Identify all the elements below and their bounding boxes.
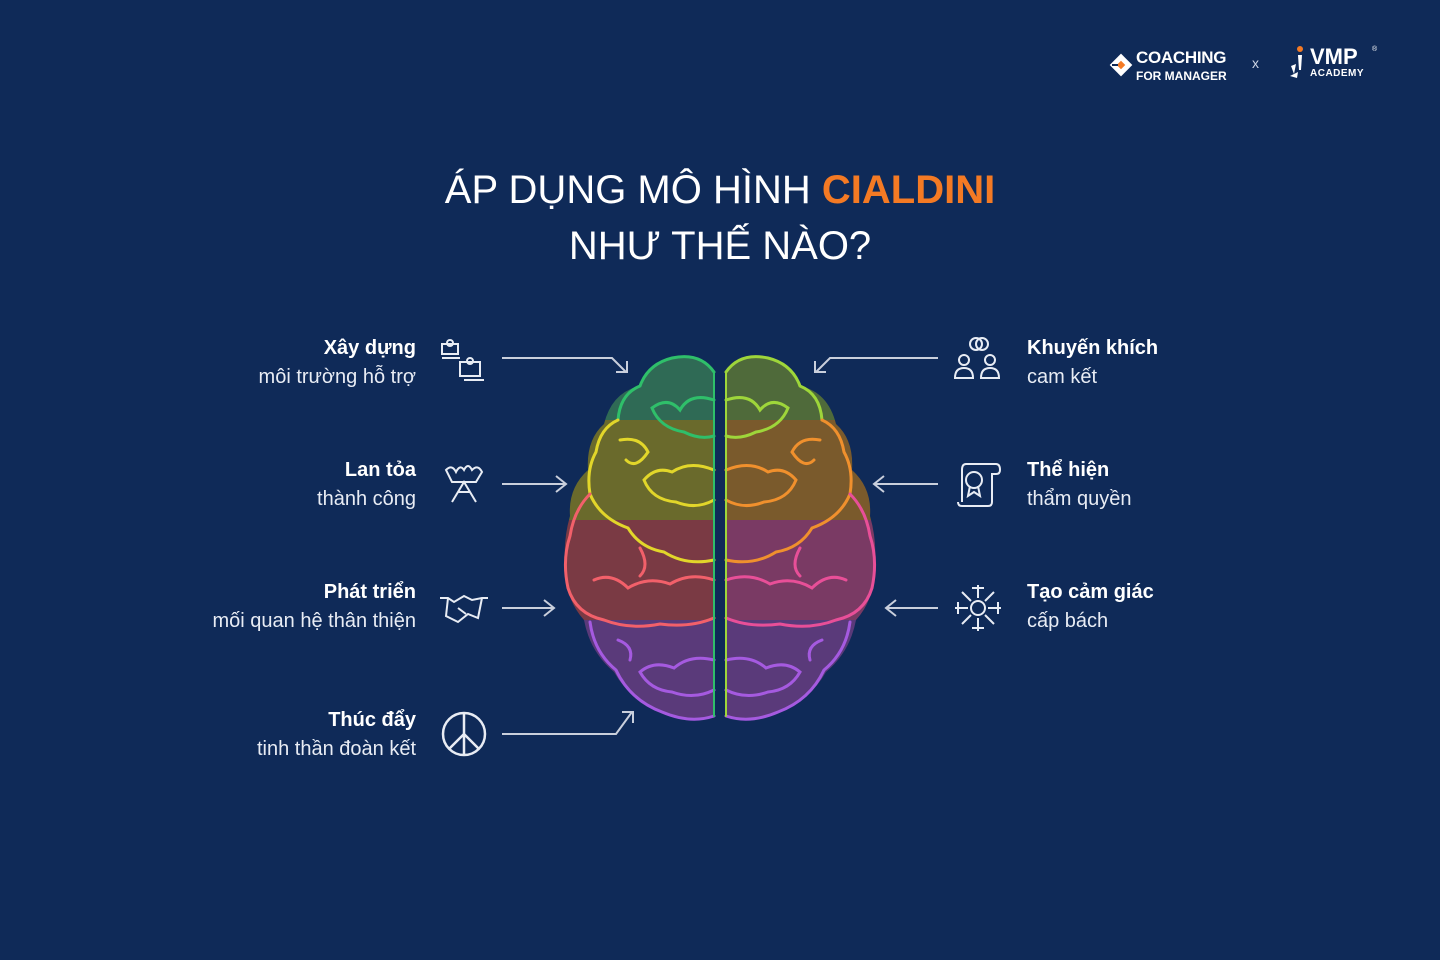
coaching-for-manager-logo: COACHING FOR MANAGER [1108,46,1238,86]
item-title: Khuyến khích [1027,337,1159,359]
title-line-2: NHƯ THẾ NÀO? [568,224,872,268]
title-prefix: ÁP DỤNG MÔ HÌNH [444,168,822,212]
certificate-scroll-icon [957,463,1002,507]
arrowhead-build-environment [616,361,628,373]
page-title: ÁP DỤNG MÔ HÌNH CIALDINI NHƯ THẾ NÀO? [0,162,1440,274]
item-subtitle: thành công [317,488,416,510]
vmp-registered-mark: ® [1372,46,1378,53]
vmp-academy-logo: VMP ® ACADEMY [1288,42,1388,86]
right-item-create-urgency: Tạo cảm giác cấp bách [1027,578,1327,636]
brain-left-outlines [563,355,716,721]
connector-arrows [502,357,938,735]
item-title: Phát triển [323,581,416,603]
vmp-logo-subtext: ACADEMY [1310,68,1365,79]
celebration-icon [444,465,484,503]
people-building-icon [441,339,484,381]
brain-right-hemisphere [726,356,876,720]
item-subtitle: tinh thần đoàn kết [256,738,416,760]
item-subtitle: mối quan hệ thân thiện [212,610,417,632]
commitment-people-icon [953,337,1001,379]
left-item-promote-unity: Thúc đẩy tinh thần đoàn kết [116,706,416,764]
arrowhead-spread-success [555,475,568,493]
title-highlight: CIALDINI [821,168,996,212]
item-title: Tạo cảm giác [1027,581,1154,603]
arrow-promote-unity [502,711,633,735]
left-item-develop-relationships: Phát triển mối quan hệ thân thiện [116,578,417,636]
item-title: Thể hiện [1027,459,1110,481]
item-title: Thúc đẩy [328,709,416,731]
coaching-logo-line1: COACHING [1136,48,1227,67]
item-title: Xây dựng [323,337,416,359]
arrow-encourage-commitment [815,357,938,373]
urgency-burst-icon [955,585,1001,631]
arrowhead-show-authority [872,475,885,493]
right-item-show-authority: Thể hiện thẩm quyền [1027,456,1327,514]
item-subtitle: cấp bách [1027,610,1109,632]
coaching-logo-line2: FOR MANAGER [1136,69,1227,83]
item-subtitle: thẩm quyền [1027,488,1132,510]
item-subtitle: cam kết [1027,366,1098,388]
brain-left-hemisphere [564,356,714,720]
arrowhead-create-urgency [884,599,897,617]
item-title: Lan tỏa [344,459,416,481]
arrow-build-environment [502,357,627,373]
peace-icon [441,711,487,757]
title-line-1: ÁP DỤNG MÔ HÌNH CIALDINI [0,162,1440,218]
left-item-spread-success: Lan tỏa thành công [116,456,416,514]
logo-separator: x [1252,55,1259,71]
arrowhead-develop-relationships [543,599,556,617]
right-item-encourage-commitment: Khuyến khích cam kết [1027,334,1327,392]
handshake-icon [440,594,488,624]
arrowhead-promote-unity [622,711,634,723]
brain-right-outlines [724,355,877,721]
partner-logos: COACHING FOR MANAGER x VMP ® ACADEMY [1108,42,1408,86]
vmp-logo-text: VMP [1310,44,1358,69]
arrowhead-encourage-commitment [814,361,826,373]
item-subtitle: môi trường hỗ trợ [258,366,416,388]
vmp-figure-icon [1290,46,1303,78]
coaching-diamond-icon [1109,53,1133,77]
left-item-build-environment: Xây dựng môi trường hỗ trợ [116,334,416,392]
